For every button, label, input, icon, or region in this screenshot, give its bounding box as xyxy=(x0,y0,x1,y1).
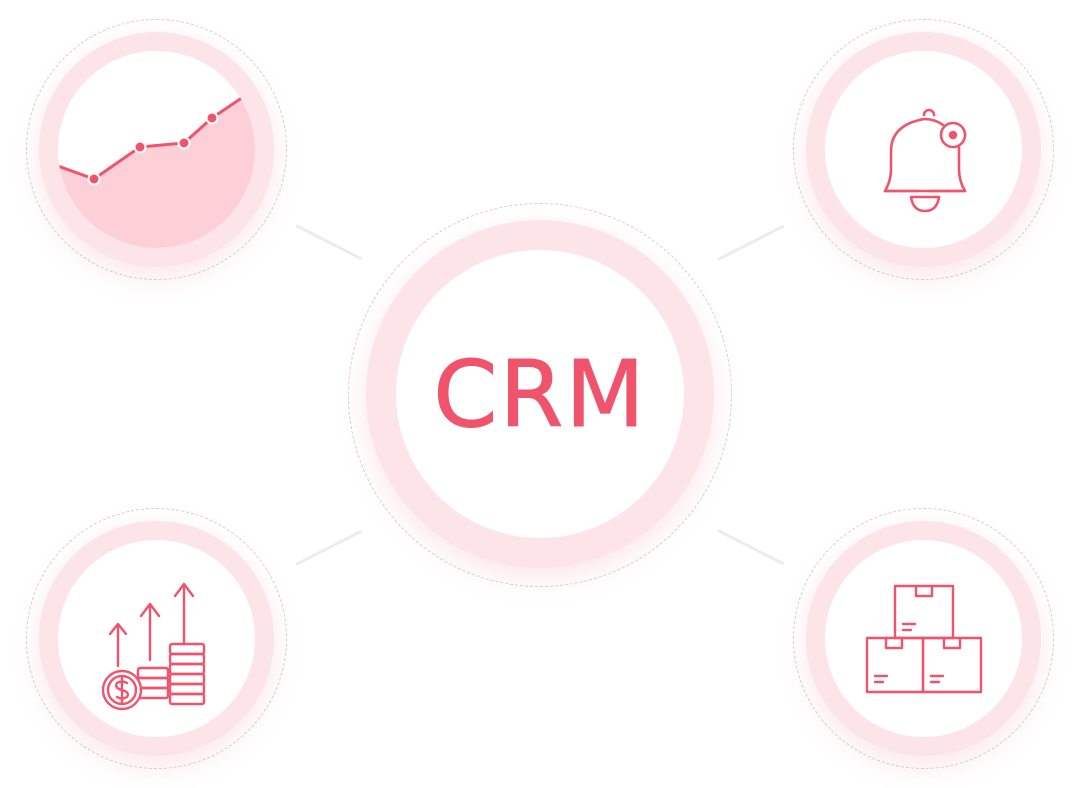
revenue-dashed-ring xyxy=(26,508,287,769)
notification-node xyxy=(793,19,1054,280)
connector-top-right xyxy=(717,224,785,261)
line-chart-icon xyxy=(58,87,255,248)
inventory-inner-circle xyxy=(825,540,1022,737)
connector-top-left xyxy=(295,224,363,261)
connector-bottom-right xyxy=(717,529,785,566)
center-inner-circle: CRM xyxy=(396,250,684,538)
crm-center-node: CRM xyxy=(348,203,732,587)
boxes-inventory-icon xyxy=(865,584,983,694)
inventory-dashed-ring xyxy=(793,508,1054,769)
revenue-growth-icon xyxy=(101,582,206,711)
notification-dashed-ring xyxy=(793,19,1054,280)
notification-inner-circle xyxy=(825,51,1022,248)
chart-node xyxy=(26,19,287,280)
crm-label: CRM xyxy=(433,340,647,448)
revenue-node xyxy=(26,508,287,769)
connector-bottom-left xyxy=(295,529,363,566)
bell-notification-icon xyxy=(883,108,967,213)
revenue-inner-circle xyxy=(58,540,255,737)
chart-dashed-ring xyxy=(26,19,287,280)
inventory-node xyxy=(793,508,1054,769)
center-dashed-ring xyxy=(348,203,732,587)
chart-inner-circle xyxy=(58,51,255,248)
